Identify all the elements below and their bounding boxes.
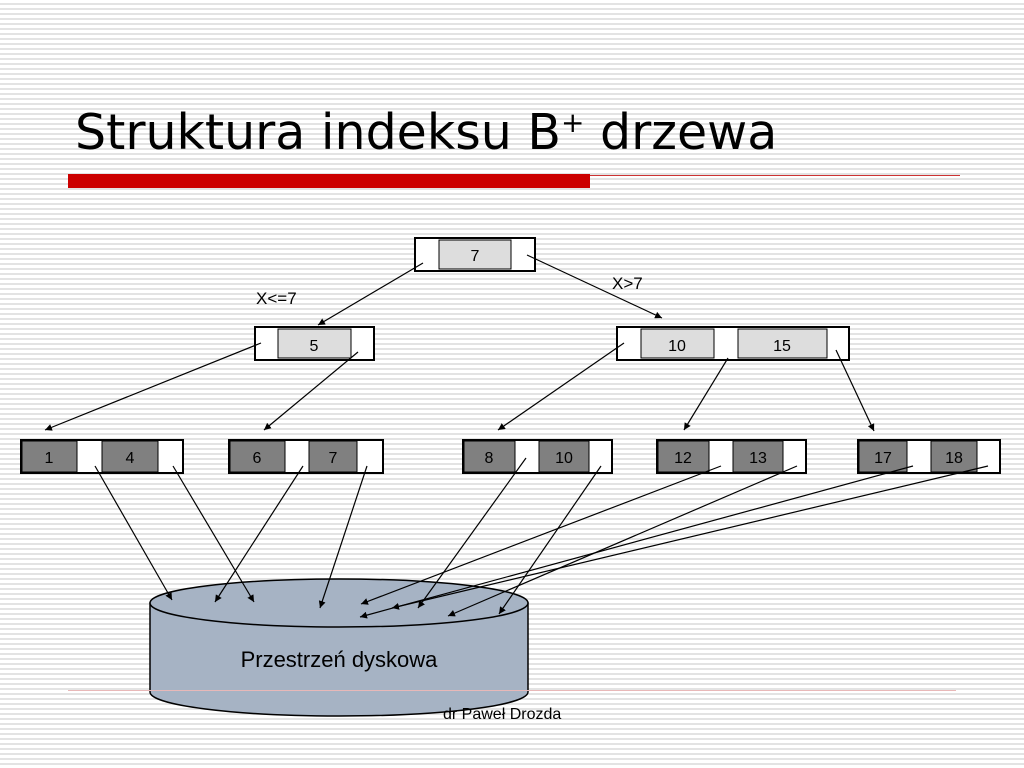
- root-key: 7: [471, 248, 480, 265]
- leaf-key: 13: [749, 450, 767, 467]
- internal-key: 10: [668, 338, 686, 355]
- leaf-node: 8 10: [462, 439, 613, 474]
- leaf-key: 6: [253, 450, 262, 467]
- pointer-arrow: [172, 465, 255, 603]
- leaf-key-cell: [538, 440, 590, 473]
- internal-key-cell: [277, 328, 352, 359]
- pointer-arrow: [318, 465, 368, 609]
- footer-divider: [68, 690, 956, 691]
- internal-key-cell: [640, 328, 715, 359]
- title-superscript: +: [560, 106, 585, 139]
- footer-author: dr Paweł Drozda: [443, 706, 562, 723]
- pointer-arrow: [263, 351, 359, 431]
- title-suffix: drzewa: [584, 104, 778, 161]
- pointer-arrow: [497, 342, 625, 431]
- leaf-key: 18: [945, 450, 963, 467]
- leaf-key: 10: [555, 450, 573, 467]
- disk-body: [149, 602, 529, 717]
- slide-title: Struktura indeksu B+ drzewa: [75, 104, 777, 161]
- tree-pointers: [44, 254, 875, 432]
- pointer-arrow: [359, 465, 914, 619]
- leaf-key-cell: [101, 440, 159, 473]
- record-pointers: [94, 457, 989, 619]
- internal-node-left: 5: [254, 326, 375, 361]
- disk-storage: Przestrzeń dyskowa: [149, 578, 529, 717]
- leaf-node: 6 7: [228, 439, 384, 474]
- leaf-key: 7: [329, 450, 338, 467]
- leaf-key: 4: [126, 450, 135, 467]
- pointer-arrow: [417, 457, 527, 609]
- pointer-arrow: [498, 465, 602, 615]
- pointer-arrow: [94, 465, 173, 601]
- leaf-key-cell: [657, 440, 710, 473]
- pointer-arrow: [317, 262, 424, 326]
- pointer-arrow: [835, 349, 875, 432]
- leaf-key-cell: [858, 440, 908, 473]
- disk-label: Przestrzeń dyskowa: [241, 647, 439, 672]
- pointer-arrow: [214, 465, 304, 603]
- leaf-key-cell: [463, 440, 516, 473]
- leaf-key: 8: [485, 450, 494, 467]
- edge-label-right: X>7: [612, 274, 643, 293]
- leaf-key-cell: [930, 440, 978, 473]
- title-text: Struktura indeksu B: [75, 104, 561, 161]
- edge-label-left: X<=7: [256, 289, 297, 308]
- pointer-arrow: [391, 465, 989, 610]
- leaf-key-cell: [308, 440, 358, 473]
- leaf-key-cell: [21, 440, 78, 473]
- leaf-key: 1: [45, 450, 54, 467]
- pointer-arrow: [447, 465, 798, 617]
- leaf-key: 17: [874, 450, 892, 467]
- leaf-node: 12 13: [656, 439, 807, 474]
- root-key-cell: [438, 239, 512, 270]
- internal-node-right: 10 15: [616, 326, 850, 361]
- title-underline-thin: [590, 175, 960, 176]
- pointer-arrow: [360, 465, 722, 605]
- pointer-arrow: [44, 342, 262, 431]
- disk-top: [149, 578, 529, 628]
- title-underline-accent: [68, 174, 590, 188]
- leaf-node: 17 18: [857, 439, 1001, 474]
- leaf-node: 1 4: [20, 439, 184, 474]
- pointer-arrow: [683, 357, 729, 431]
- pointer-arrow: [526, 254, 663, 319]
- internal-key: 15: [773, 338, 791, 355]
- leaf-key-cell: [732, 440, 784, 473]
- internal-key-cell: [737, 328, 828, 359]
- root-node: 7: [414, 237, 536, 272]
- leaf-key-cell: [229, 440, 286, 473]
- internal-key: 5: [310, 338, 319, 355]
- leaf-key: 12: [674, 450, 692, 467]
